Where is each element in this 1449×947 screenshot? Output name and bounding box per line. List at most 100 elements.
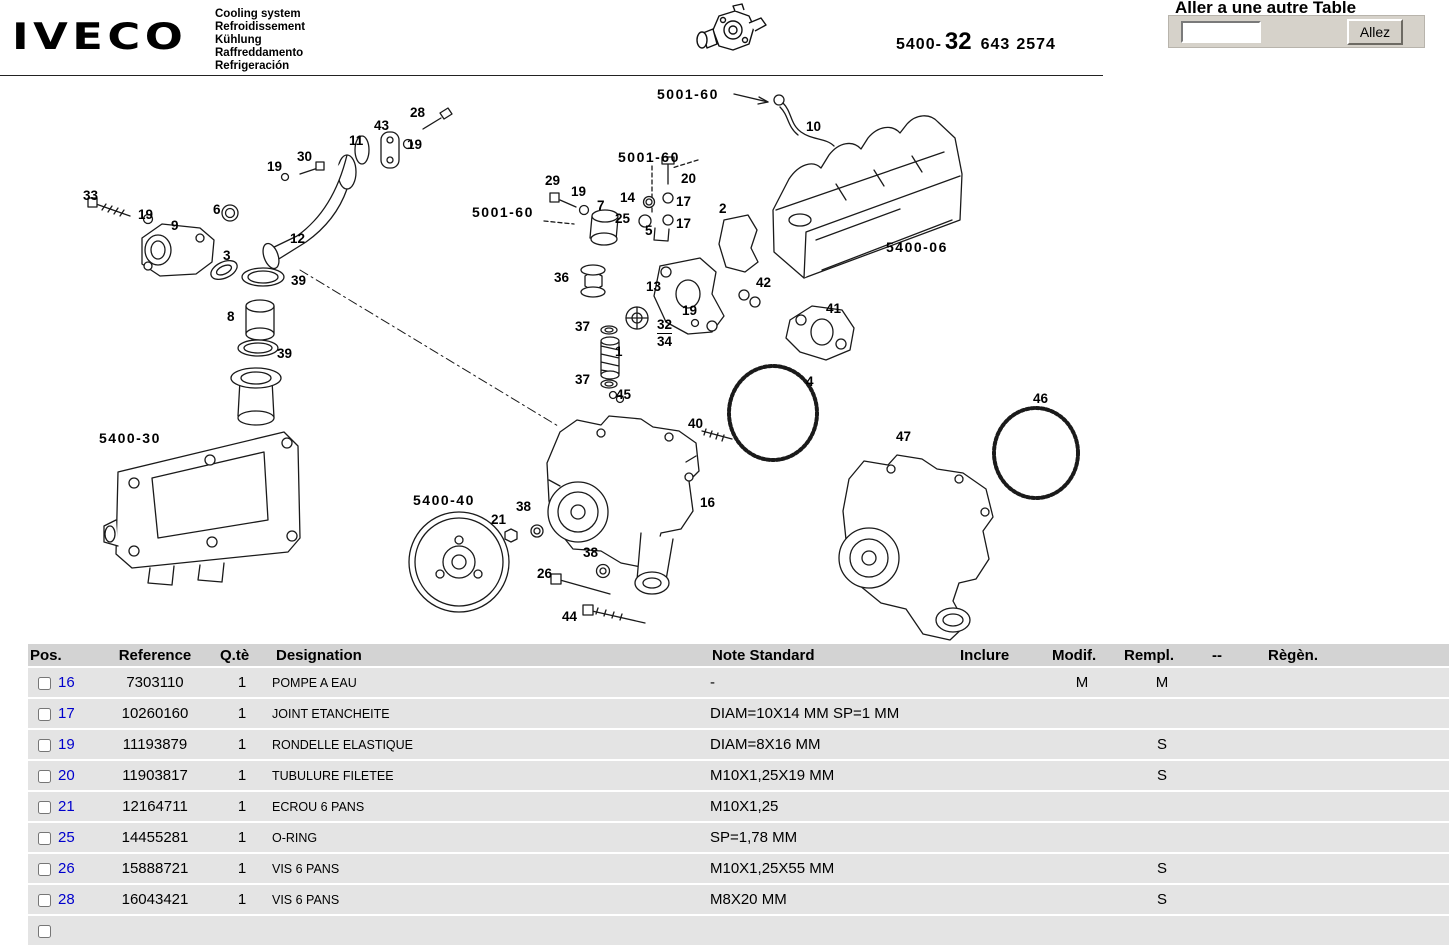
- row-checkbox-cell: [28, 860, 52, 877]
- diagram-callout: 19: [407, 137, 423, 152]
- row-select-checkbox[interactable]: [38, 800, 51, 814]
- diagram-callout: 36: [554, 270, 570, 285]
- designation-cell: RONDELLE ELASTIQUE: [272, 737, 414, 752]
- table-row: 26 15888721 1 VIS 6 PANS M10X1,25X55 MM …: [28, 854, 1449, 883]
- row-checkbox-cell: [28, 922, 52, 939]
- parts-table-header: Pos. Reference Q.tè Designation Note Sta…: [28, 644, 1449, 666]
- parts-table: Pos. Reference Q.tè Designation Note Sta…: [0, 644, 1449, 947]
- row-checkbox-cell: [28, 767, 52, 784]
- pos-link[interactable]: 21: [58, 798, 75, 815]
- designation-cell: ECROU 6 PANS: [272, 799, 365, 814]
- diagram-callout: 5400-06: [886, 239, 948, 255]
- row-select-checkbox[interactable]: [38, 769, 51, 783]
- goto-table-input[interactable]: [1181, 21, 1261, 43]
- row-select-checkbox[interactable]: [38, 676, 51, 690]
- pos-link[interactable]: 17: [58, 705, 75, 722]
- diagram-callout: 37: [575, 372, 591, 387]
- diagram-callout: 19: [682, 303, 698, 318]
- diagram-callout: 16: [700, 495, 716, 510]
- diagram-callout: 45: [616, 387, 632, 402]
- diagram-callout: 5001-60: [472, 204, 534, 220]
- row-select-checkbox[interactable]: [38, 924, 51, 938]
- note-cell: M10X1,25: [710, 798, 779, 815]
- row-select-checkbox[interactable]: [38, 862, 51, 876]
- part-code-serial: 2574: [1016, 36, 1056, 53]
- diagram-callout: 25: [615, 211, 631, 226]
- diagram-callout: 4: [806, 374, 814, 389]
- table-row: 20 11903817 1 TUBULURE FILETEE M10X1,25X…: [28, 761, 1449, 790]
- diagram-callout: 20: [681, 171, 697, 186]
- diagram-callout: 10: [806, 119, 822, 134]
- reference-cell: 16043421: [121, 891, 189, 908]
- diagram-callout: 3: [223, 248, 231, 263]
- col-header-reference: Reference: [118, 646, 192, 664]
- quantity-cell: 1: [237, 767, 247, 784]
- rempl-cell: S: [1156, 891, 1167, 908]
- row-checkbox-cell: [28, 674, 52, 691]
- system-language-list: Cooling system Refroidissement Kühlung R…: [215, 8, 305, 73]
- goto-table-title: Aller a une autre Table: [1175, 0, 1357, 17]
- pos-link[interactable]: 26: [58, 860, 75, 877]
- diagram-callout: 17: [676, 194, 692, 209]
- diagram-callout: 44: [562, 609, 578, 624]
- diagram-callout: 8: [227, 309, 235, 324]
- pos-link[interactable]: 20: [58, 767, 75, 784]
- part-code-group: 32: [944, 28, 972, 55]
- iveco-logo: IVECO: [12, 16, 188, 59]
- diagram-callout: 29: [545, 173, 561, 188]
- rempl-cell: M: [1155, 674, 1169, 691]
- designation-cell: JOINT ETANCHEITE: [272, 706, 390, 721]
- reference-cell: 10260160: [121, 705, 189, 722]
- diagram-callout: 19: [138, 207, 154, 222]
- diagram-callout: 32: [657, 317, 673, 334]
- diagram-callout: 38: [583, 545, 599, 560]
- diagram-callout: 28: [410, 105, 426, 120]
- row-checkbox-cell: [28, 829, 52, 846]
- reference-cell: 15888721: [121, 860, 189, 877]
- diagram-callout: 19: [267, 159, 283, 174]
- quantity-cell: 1: [237, 798, 247, 815]
- row-checkbox-cell: [28, 798, 52, 815]
- diagram-callout: 34: [657, 334, 673, 349]
- part-code-mid: 643: [980, 36, 1011, 53]
- modif-cell: M: [1075, 674, 1089, 691]
- row-select-checkbox[interactable]: [38, 893, 51, 907]
- diagram-callout: 13: [646, 279, 662, 294]
- pos-link[interactable]: 25: [58, 829, 75, 846]
- row-checkbox-cell: [28, 891, 52, 908]
- diagram-callout: 26: [537, 566, 553, 581]
- note-cell: M8X20 MM: [710, 891, 787, 908]
- diagram-callout: 6: [213, 202, 221, 217]
- table-row: 16 7303110 1 POMPE A EAU - M M: [28, 668, 1449, 697]
- note-cell: M10X1,25X19 MM: [710, 767, 835, 784]
- diagram-callout: 46: [1033, 391, 1049, 406]
- diagram-drawing: [87, 93, 1080, 641]
- quantity-cell: 1: [237, 705, 247, 722]
- table-row: 17 10260160 1 JOINT ETANCHEITE DIAM=10X1…: [28, 699, 1449, 728]
- row-select-checkbox[interactable]: [38, 738, 51, 752]
- col-header-rempl: Rempl.: [1124, 646, 1175, 664]
- rempl-cell: S: [1156, 736, 1167, 753]
- diagram-callout: 14: [620, 190, 636, 205]
- allez-button[interactable]: Allez: [1347, 19, 1403, 45]
- diagram-callout: 39: [291, 273, 307, 288]
- rempl-cell: S: [1156, 767, 1167, 784]
- note-cell: M10X1,25X55 MM: [710, 860, 835, 877]
- pos-link[interactable]: 16: [58, 674, 75, 691]
- diagram-callout: 42: [756, 275, 772, 290]
- table-row: 25 14455281 1 O-RING SP=1,78 MM: [28, 823, 1449, 852]
- diagram-callout: 41: [826, 301, 842, 316]
- designation-cell: VIS 6 PANS: [272, 861, 340, 876]
- designation-cell: O-RING: [272, 830, 318, 845]
- reference-cell: 11193879: [122, 736, 188, 753]
- note-cell: DIAM=8X16 MM: [710, 736, 821, 753]
- pos-link[interactable]: 28: [58, 891, 75, 908]
- row-select-checkbox[interactable]: [38, 831, 51, 845]
- table-row: 19 11193879 1 RONDELLE ELASTIQUE DIAM=8X…: [28, 730, 1449, 759]
- pos-link[interactable]: 19: [58, 736, 75, 753]
- row-select-checkbox[interactable]: [38, 707, 51, 721]
- diagram-callout: 1: [615, 344, 623, 359]
- diagram-callout: 47: [896, 429, 912, 444]
